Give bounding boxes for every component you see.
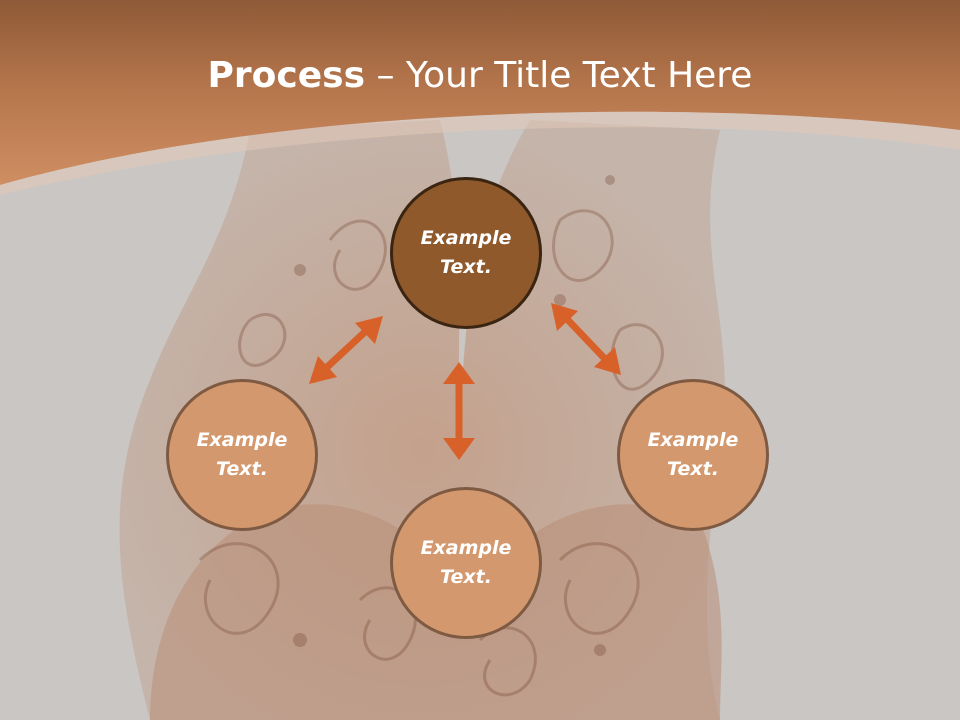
double-arrow-left-icon bbox=[309, 316, 383, 384]
title-rest: Your Title Text Here bbox=[405, 55, 753, 96]
node-label: Example Text. bbox=[647, 429, 739, 480]
node-label: Example Text. bbox=[420, 537, 512, 588]
process-node-left[interactable]: Example Text. bbox=[166, 379, 318, 531]
slide-title: Process – Your Title Text Here bbox=[0, 52, 960, 100]
process-node-top[interactable]: Example Text. bbox=[390, 177, 542, 329]
node-label: Example Text. bbox=[420, 227, 512, 278]
title-bold: Process bbox=[207, 55, 366, 96]
title-separator: – bbox=[365, 55, 406, 96]
process-node-bottom[interactable]: Example Text. bbox=[390, 487, 542, 639]
double-arrow-vertical-icon bbox=[443, 362, 475, 460]
process-node-right[interactable]: Example Text. bbox=[617, 379, 769, 531]
double-arrow-right-icon bbox=[551, 303, 621, 375]
node-label: Example Text. bbox=[196, 429, 288, 480]
